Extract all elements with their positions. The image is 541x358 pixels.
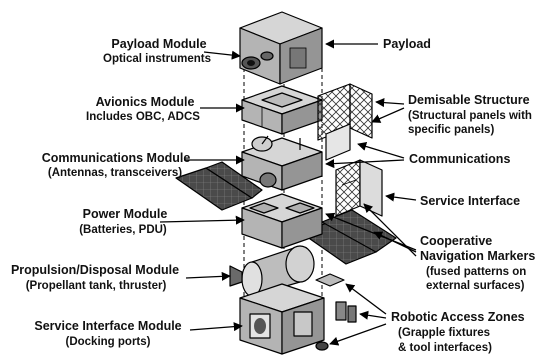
communications-module-cube bbox=[241, 135, 323, 191]
robotic-access-title: Robotic Access Zones bbox=[391, 310, 525, 324]
communications-module-title: Communications Module bbox=[42, 151, 191, 165]
communications-arrow-2 bbox=[325, 159, 405, 169]
service-interface-module-cube bbox=[239, 283, 329, 355]
demisable-structure-title: Demisable Structure bbox=[408, 93, 530, 107]
propulsion-module-subtitle: (Propellant tank, thruster) bbox=[26, 280, 167, 292]
communications-module-subtitle: (Antennas, transceivers) bbox=[48, 167, 182, 179]
communications-arrow-1 bbox=[357, 142, 405, 159]
avionics-module-cube bbox=[241, 85, 323, 135]
service-interface-label: Service Interface bbox=[420, 194, 520, 208]
coop-nav-arrow-1 bbox=[325, 212, 417, 251]
payload-module-cube bbox=[239, 11, 323, 85]
avionics-module-title: Avionics Module bbox=[96, 95, 195, 109]
robotic-fixtures bbox=[315, 273, 357, 323]
service-interface-panel bbox=[335, 159, 383, 217]
payload-module-arrow bbox=[203, 50, 241, 60]
grapple-fixture-icon bbox=[335, 301, 347, 321]
avionics-module-subtitle: Includes OBC, ADCS bbox=[86, 111, 200, 123]
service-interface-module-title: Service Interface Module bbox=[34, 319, 181, 333]
coop-nav-arrow-3 bbox=[363, 203, 417, 257]
service-interface-module-subtitle: (Docking ports) bbox=[66, 336, 151, 348]
coop-nav-sub-line2: external surfaces) bbox=[426, 280, 525, 292]
robotic-arrow-2 bbox=[359, 310, 387, 320]
propellant-tank-icon bbox=[285, 245, 315, 283]
power-module-title: Power Module bbox=[83, 207, 168, 221]
payload-module-subtitle: Optical instruments bbox=[103, 53, 211, 65]
demisable-structure-panels bbox=[317, 83, 373, 161]
demisable-structure-sub2: specific panels) bbox=[408, 124, 494, 136]
demisable-arrow-1 bbox=[375, 98, 405, 108]
robotic-arrow-3 bbox=[329, 323, 387, 346]
thruster-nozzle-icon bbox=[229, 265, 243, 287]
power-module-arrow bbox=[159, 215, 245, 225]
payload-module-title: Payload Module bbox=[111, 37, 206, 51]
power-module-cube bbox=[241, 193, 323, 249]
service-interface-module-arrow bbox=[189, 322, 243, 332]
robotic-arrow-1 bbox=[345, 283, 387, 315]
communications-label: Communications bbox=[409, 152, 510, 166]
solar-array-left bbox=[175, 161, 263, 211]
power-module-subtitle: (Batteries, PDU) bbox=[79, 224, 167, 236]
propulsion-module bbox=[229, 245, 315, 297]
coop-nav-title-line1: Cooperative bbox=[420, 234, 492, 248]
service-interface-arrow bbox=[385, 192, 417, 202]
robotic-access-sub1: (Grapple fixtures bbox=[398, 327, 490, 339]
robotic-access-sub2: & tool interfaces) bbox=[398, 342, 492, 354]
coop-nav-title-line2: Navigation Markers bbox=[420, 249, 535, 263]
payload-label: Payload bbox=[383, 37, 431, 51]
propulsion-module-arrow bbox=[185, 271, 231, 281]
propulsion-module-title: Propulsion/Disposal Module bbox=[11, 263, 179, 277]
demisable-structure-sub1: (Structural panels with bbox=[408, 110, 532, 122]
coop-nav-sub-line1: (fused patterns on bbox=[426, 266, 526, 278]
demisable-arrow-2 bbox=[371, 107, 405, 123]
